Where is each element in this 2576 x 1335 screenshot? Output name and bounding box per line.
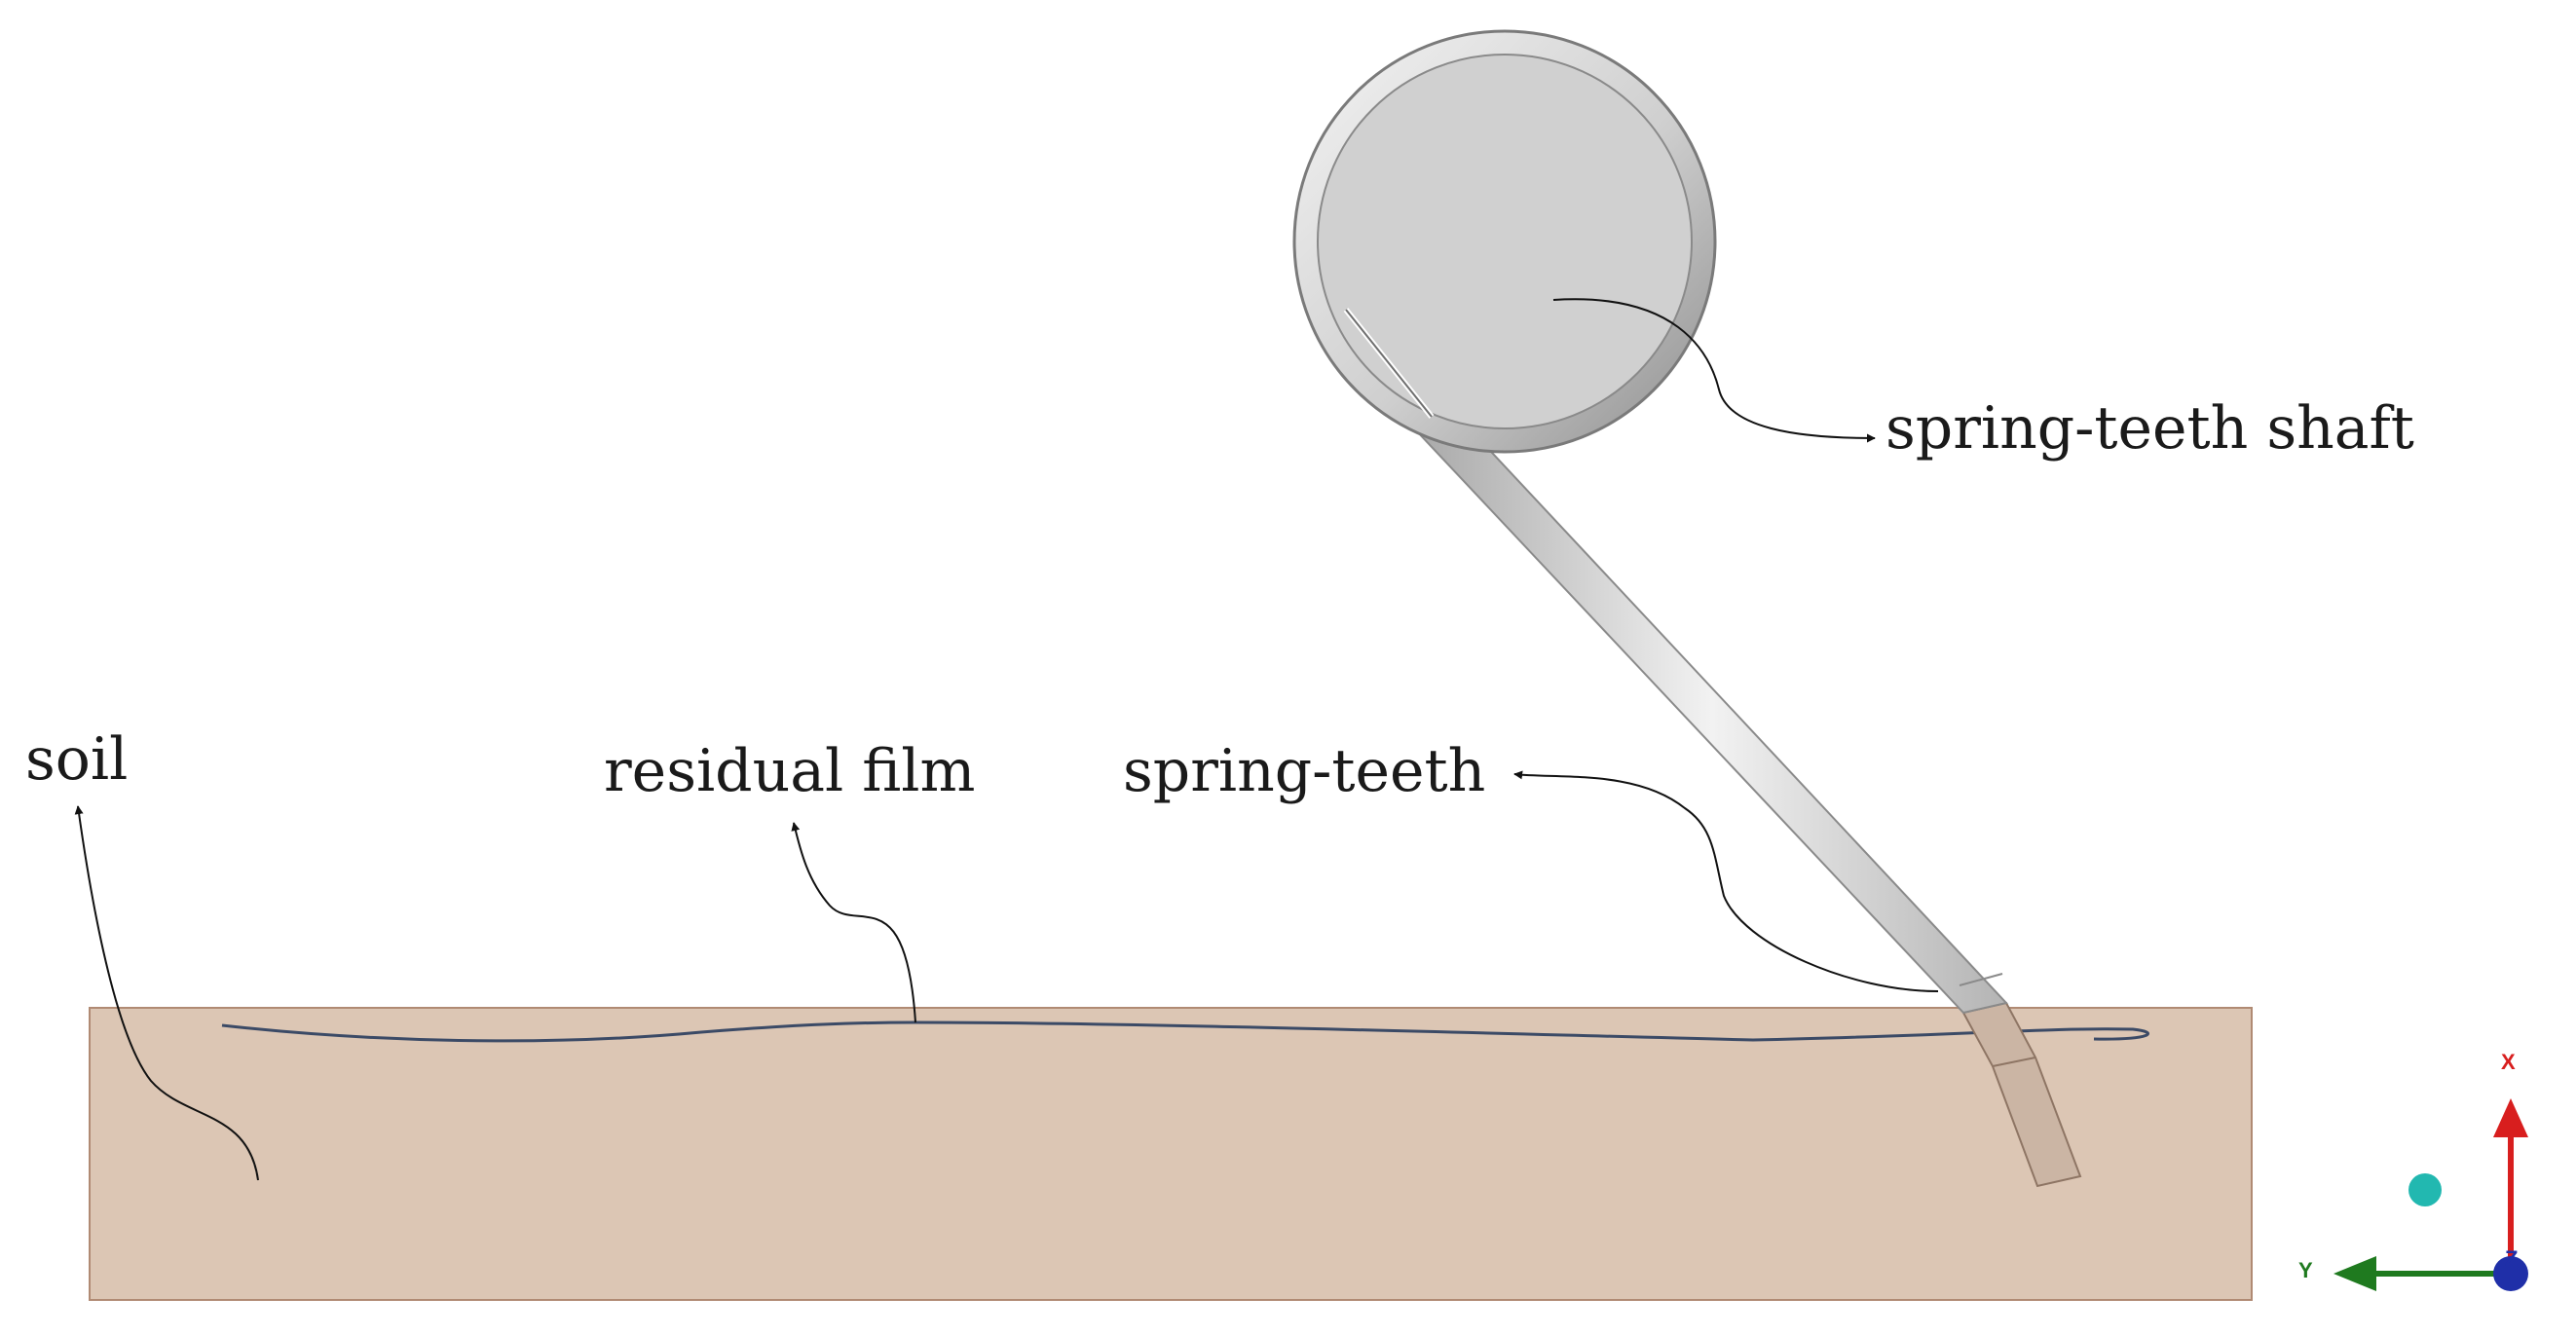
residual-film-leader-arrow bbox=[791, 822, 916, 1023]
spring-teeth-leader-arrow bbox=[1513, 770, 1939, 992]
spring-tooth bbox=[1415, 407, 2008, 1015]
residual-film-label: residual film bbox=[604, 737, 975, 805]
shaft-leader-arrow bbox=[1552, 298, 1876, 443]
x-axis-label: X bbox=[2501, 1050, 2516, 1074]
coordinate-triad: X Y Z bbox=[2298, 1050, 2528, 1291]
soil-block bbox=[89, 1007, 2253, 1301]
spring-teeth-label: spring-teeth bbox=[1123, 737, 1485, 805]
z-axis-label: Z bbox=[2505, 1246, 2518, 1271]
rotation-center-icon bbox=[2408, 1173, 2442, 1206]
soil-leader-arrow bbox=[74, 805, 259, 1181]
y-axis-arrow-icon bbox=[2333, 1256, 2376, 1291]
y-axis-label: Y bbox=[2298, 1258, 2313, 1282]
spring-teeth-shaft bbox=[1292, 29, 1717, 454]
soil-label: soil bbox=[25, 725, 128, 794]
spring-teeth-shaft-label: spring-teeth shaft bbox=[1885, 394, 2414, 463]
residual-film-line bbox=[221, 1020, 2149, 1043]
z-axis-dot-icon bbox=[2493, 1256, 2528, 1291]
x-axis-arrow-icon bbox=[2493, 1098, 2528, 1137]
